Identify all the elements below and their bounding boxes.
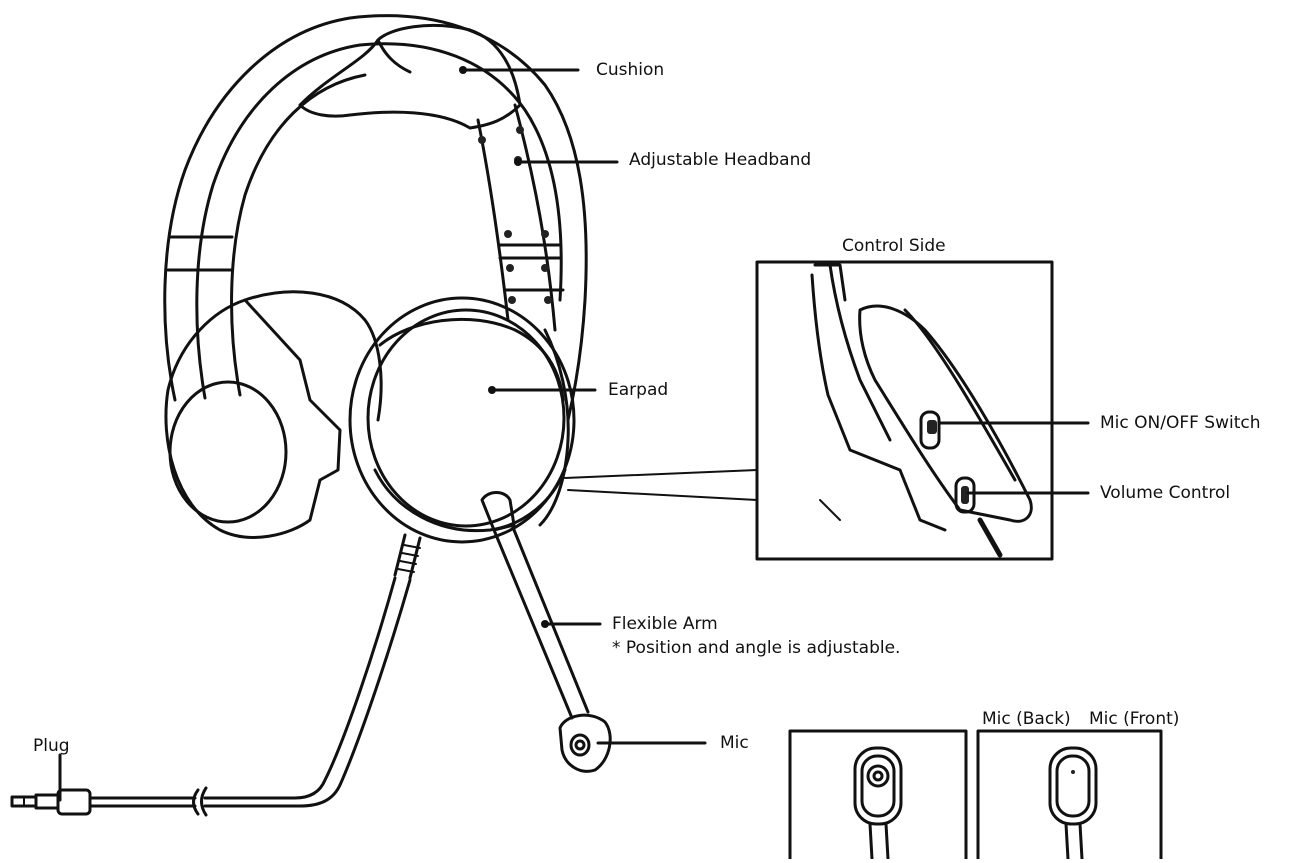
label-earpad: Earpad — [608, 380, 669, 400]
label-mic: Mic — [720, 733, 749, 753]
slider-shape — [476, 103, 565, 332]
cushion-shape — [298, 23, 522, 130]
boom-arm-shape — [480, 491, 612, 773]
plug-shape — [10, 788, 92, 816]
label-control-side: Control Side — [842, 236, 946, 256]
headband-shape — [163, 14, 588, 422]
control-side-inset — [564, 260, 1054, 561]
label-plug: Plug — [33, 736, 70, 756]
earpad-shape — [348, 296, 576, 544]
left-earcup-shape — [164, 290, 383, 539]
label-mic-front: Mic (Front) — [1089, 709, 1180, 729]
label-mic-back: Mic (Back) — [982, 709, 1071, 729]
label-flexible-arm-note: * Position and angle is adjustable. — [612, 638, 901, 658]
leader-lines — [58, 66, 1090, 802]
label-volume-control: Volume Control — [1100, 483, 1231, 503]
label-cushion: Cushion — [596, 60, 665, 80]
mic-back-inset — [788, 729, 968, 863]
label-adjustable-headband: Adjustable Headband — [629, 150, 812, 170]
mic-front-inset — [976, 729, 1163, 863]
label-flexible-arm: Flexible Arm — [612, 614, 718, 634]
cable-shape — [88, 533, 422, 817]
label-mic-switch: Mic ON/OFF Switch — [1100, 413, 1261, 433]
